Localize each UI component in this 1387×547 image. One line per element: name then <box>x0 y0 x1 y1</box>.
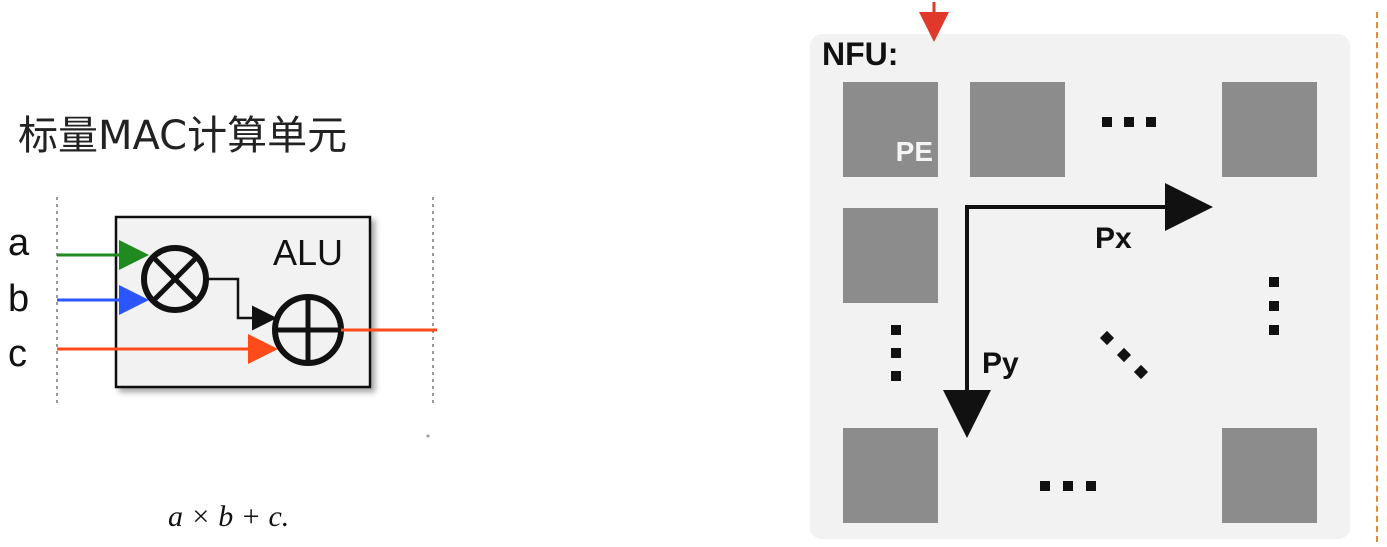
input-label-c: c <box>8 333 27 375</box>
right-dashed-divider <box>1376 12 1378 542</box>
pe-label: PE <box>895 136 933 167</box>
ellipsis-horizontal-bottom <box>1040 481 1096 491</box>
py-label: Py <box>982 347 1019 380</box>
nfu-title: NFU: <box>822 36 899 72</box>
pe-block <box>843 208 938 303</box>
pe-block <box>1222 82 1317 177</box>
input-label-a: a <box>8 222 30 264</box>
mac-formula: a × b + c. <box>168 500 290 533</box>
pe-block <box>970 82 1065 177</box>
page-title: 标量MAC计算单元 <box>18 113 348 159</box>
ellipsis-vertical-right <box>1269 277 1279 335</box>
ellipsis-vertical-left <box>891 325 901 381</box>
px-label: Px <box>1095 222 1132 255</box>
pe-block <box>1222 428 1317 523</box>
ellipsis-diagonal <box>1099 330 1149 380</box>
alu-label: ALU <box>273 232 343 273</box>
pe-block <box>843 428 938 523</box>
pe-block <box>843 82 938 177</box>
wire-mul-to-add <box>206 277 277 331</box>
input-label-b: b <box>8 278 30 320</box>
ellipsis-horizontal-top <box>1102 117 1156 127</box>
